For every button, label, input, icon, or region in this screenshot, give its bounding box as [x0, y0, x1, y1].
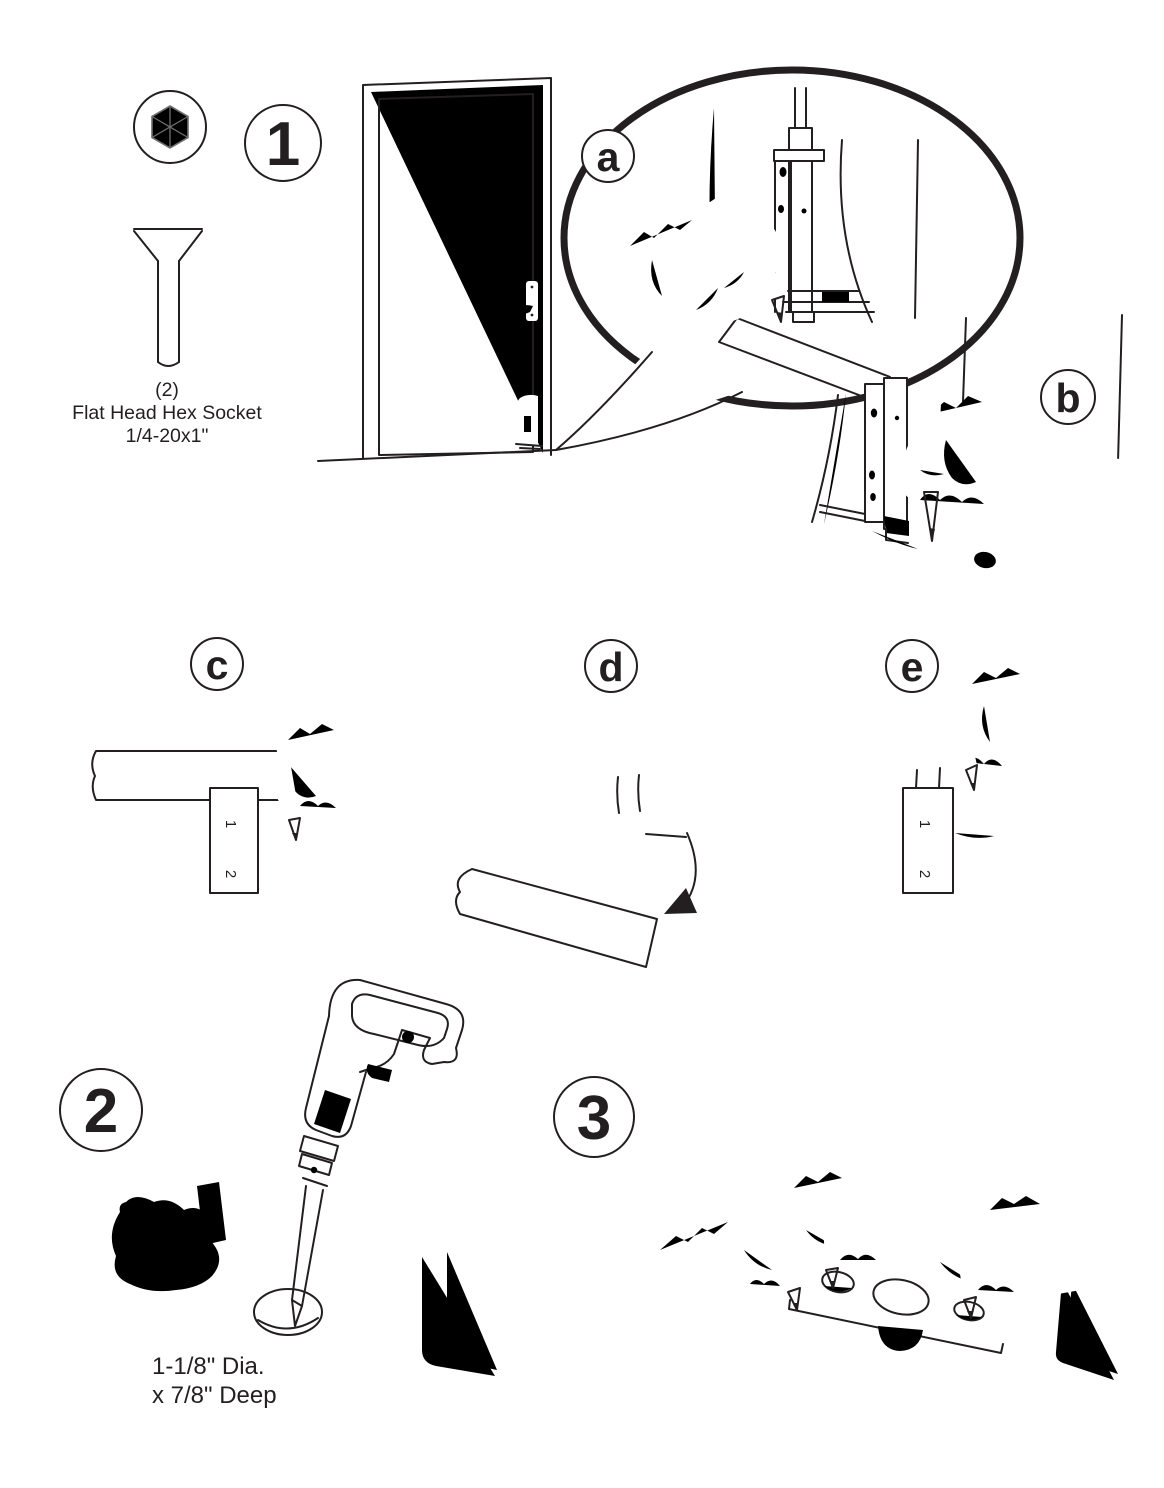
- ruler-c: 1 2: [209, 787, 296, 894]
- hardware-quantity-label: (2): [155, 379, 179, 401]
- pencil-right: [952, 1219, 977, 1319]
- bore-recess-dashed: [878, 1326, 923, 1351]
- pencil-middle: [820, 1184, 839, 1289]
- substep-a-letter: a: [597, 134, 621, 180]
- door-handle: [517, 281, 538, 321]
- step3-number: 3: [577, 1084, 611, 1153]
- threshold-strip-b: [866, 529, 1116, 590]
- substep-d-letter: d: [598, 644, 623, 690]
- substep-e-letter: e: [901, 644, 924, 690]
- drill-bit: [291, 1185, 324, 1327]
- holder-profile-step2: [412, 1252, 497, 1376]
- callout-bubble: a: [555, 66, 1024, 452]
- door-frame-edge: [1117, 314, 1123, 463]
- ruler-e-label-2: 2: [916, 870, 933, 878]
- drilled-hole: [227, 1262, 382, 1380]
- ghost-hand-outline: [111, 1182, 250, 1292]
- bubble-floor-strip: [718, 317, 891, 401]
- substep-a-badge: a: [581, 129, 635, 183]
- pencil-c: [276, 744, 301, 841]
- substep-e-scene: e 1 2: [885, 628, 1138, 894]
- hardware-caption: (2) Flat Head Hex Socket 1/4-20x1": [72, 379, 262, 447]
- door-holder-device: [515, 394, 543, 450]
- drill-chuck: [298, 1135, 339, 1187]
- marking-hand-c: [276, 724, 440, 841]
- pencil-mark-c: [258, 835, 296, 836]
- step2-number: 2: [84, 1077, 118, 1146]
- pencil-a: [735, 192, 785, 323]
- drill-illustration: [291, 978, 465, 1327]
- marking-hand-right: [940, 1196, 1148, 1319]
- marking-hand-middle: [769, 1172, 938, 1289]
- door-stop-block-c: [268, 628, 352, 746]
- flat-head-screw-icon: [133, 228, 203, 367]
- hole-diameter-label: 1-1/8" Dia.: [152, 1353, 265, 1380]
- pencil-mark-b: [872, 531, 918, 549]
- placement-arrow-d: [664, 832, 697, 914]
- floor-line: [317, 449, 557, 462]
- substep-b-badge: b: [1040, 369, 1096, 425]
- holder-plate-outline-d: [455, 868, 658, 968]
- pencil-b: [920, 404, 944, 542]
- hex-socket-head-icon: [133, 90, 207, 164]
- ruler-c-label-2: 2: [222, 870, 239, 878]
- substep-c-letter: c: [206, 642, 229, 688]
- hole-depth-label: x 7/8" Deep: [152, 1382, 277, 1409]
- pencil-tick-marks-e: [915, 767, 941, 789]
- step2-badge: 2: [59, 1068, 143, 1152]
- holder-bracket-closeup: [773, 87, 875, 323]
- substep-b-letter: b: [1055, 375, 1080, 421]
- step1-number: 1: [266, 110, 300, 179]
- pencil-line-mark-d: [645, 833, 687, 838]
- marking-hand-left: [618, 1206, 801, 1311]
- step3-badge: 3: [553, 1076, 635, 1158]
- jamb-block-lower-e: [990, 760, 1048, 806]
- holder-profile-step3: [1052, 1278, 1118, 1380]
- hardware-name-label: Flat Head Hex Socket: [72, 402, 262, 424]
- ruler-c-label-1: 1: [222, 820, 239, 828]
- door-stop-block-d: [662, 628, 747, 803]
- ruler-e: 1 2: [902, 767, 994, 894]
- substep-d-scene: d: [455, 628, 747, 968]
- strike-plate: [788, 1258, 1011, 1354]
- pencil-mark-e: [955, 833, 994, 838]
- marking-hand-b: [902, 394, 1160, 542]
- bubble-scene: [600, 87, 944, 401]
- substep-c-scene: c 1 2: [91, 628, 440, 894]
- ruler-e-label-1: 1: [916, 820, 933, 828]
- marking-hand-e: [950, 667, 1138, 791]
- hardware-size-label: 1/4-20x1": [126, 425, 209, 447]
- drill-dimension-annotation: 1-1/8" Dia. x 7/8" Deep: [152, 1353, 277, 1409]
- step1-badge: 1: [244, 104, 322, 182]
- substep-d-badge: d: [584, 639, 638, 693]
- marking-hand-a: [600, 192, 785, 330]
- door-illustration: [317, 77, 557, 462]
- pencil-tick-marks-d: [616, 774, 641, 814]
- pencil-e: [951, 699, 978, 791]
- bubble-tail: [555, 351, 743, 451]
- substep-c-badge: c: [190, 637, 244, 691]
- hardware-callout: 1 (2) Flat Head Hex Socket 1/4-20x1": [72, 90, 322, 447]
- step3-scene: 3: [553, 1076, 1148, 1380]
- step2-scene: 2: [59, 978, 497, 1409]
- holder-bracket-b: [811, 377, 909, 544]
- substep-b-scene: b: [811, 314, 1160, 590]
- substep-e-badge: e: [885, 639, 939, 693]
- plate-center-bore: [872, 1278, 930, 1316]
